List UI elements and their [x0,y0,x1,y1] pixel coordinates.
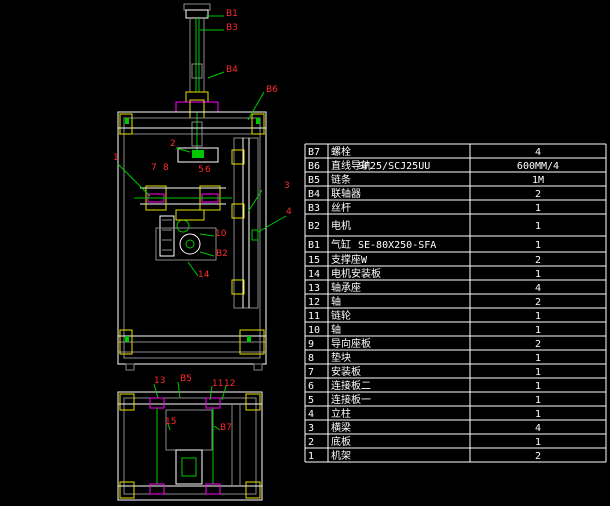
bom-cell-qty: 4 [535,283,541,294]
bom-cell-id: 10 [308,325,320,336]
bom-cell-qty: 1 [535,381,541,392]
bom-cell-qty: 1 [535,409,541,420]
bom-cell-name: 安装板 [331,365,361,378]
bom-cell-name: 立柱 [331,407,351,420]
bom-cell-name: 轴 [331,323,341,336]
callout-4: 4 [286,207,292,217]
bom-cell-qty: 4 [535,423,541,434]
bom-cell-id: 5 [308,395,314,406]
bom-cell-qty: 1 [535,395,541,406]
bom-cell-name: 联轴器 [331,187,361,200]
bom-cell-spec: SF25/SCJ25UU [358,161,430,172]
bom-cell-qty: 2 [535,451,541,462]
bom-cell-name: 支撑座W [331,253,368,266]
bom-cell-qty: 1 [535,353,541,364]
bom-cell-qty: 4 [535,147,541,158]
bom-cell-id: 9 [308,339,314,350]
bom-cell-qty: 1 [535,221,541,232]
bom-cell-qty: 1 [535,311,541,322]
bom-cell-id: 1 [308,451,314,462]
bom-cell-id: B1 [308,240,320,251]
bom-cell-qty: 1 [535,203,541,214]
bom-cell-name: 螺栓 [331,145,351,158]
bom-cell-qty: 2 [535,255,541,266]
bom-cell-name: 垫块 [331,351,351,364]
bom-cell-id: 15 [308,255,320,266]
bom-cell-qty: 1 [535,367,541,378]
bom-cell-qty: 600MM/4 [517,161,559,172]
bom-cell-id: B3 [308,203,320,214]
motor-plate [155,209,217,261]
bom-cell-id: B5 [308,175,320,186]
bom-cell-id: 6 [308,381,314,392]
bom-cell-id: 3 [308,423,314,434]
callout-b3: B3 [226,23,238,33]
bom-cell-qty: 2 [535,339,541,350]
bom-cell-name: 横梁 [331,421,351,434]
bom-cell-name: 电机安装板 [331,267,381,280]
callout-b2: B2 [216,249,228,259]
bom-cell-qty: 1 [535,269,541,280]
bom-cell-spec: SE-80X250-SFA [358,240,436,251]
plan-view [117,391,263,501]
bom-cell-name: 导向座板 [331,337,371,350]
bom-cell-name: 轴 [331,295,341,308]
bom-cell-qty: 1 [535,325,541,336]
callout-11: 11 [212,379,224,389]
bom-cell-name: 机架 [331,449,351,462]
bom-cell-name: 连接板二 [331,379,371,392]
bom-cell-name: 链条 [331,173,351,186]
callout-6: 6 [205,165,211,175]
bom-cell-qty: 2 [535,297,541,308]
callout-8: 8 [163,163,169,173]
callout-2: 2 [170,139,176,149]
bom-cell-id: 12 [308,297,320,308]
callout-1: 1 [113,153,119,163]
callout-b1: B1 [226,9,238,19]
guide-rail [231,137,259,309]
bom-cell-qty: 1 [535,437,541,448]
carriage-assembly [134,147,232,257]
bom-cell-id: B4 [308,189,320,200]
callout-14: 14 [198,270,210,280]
bom-cell-id: B7 [308,147,320,158]
bom-cell-id: B2 [308,221,320,232]
bom-cell-id: B6 [308,161,320,172]
bom-cell-name: 丝杆 [331,202,351,214]
bom-cell-qty: 2 [535,189,541,200]
callout-b6: B6 [266,85,278,95]
callout-leaders [117,15,287,431]
callout-5: 5 [198,165,204,175]
bom-cell-id: 2 [308,437,314,448]
bom-cell-id: 14 [308,269,320,280]
bom-cell-id: 7 [308,367,314,378]
bom-cell-id: 11 [308,311,320,322]
bom-cell-name: 连接板一 [331,393,371,406]
bom-cell-id: 13 [308,283,320,294]
bom-cell-name: 底板 [331,435,351,448]
bom-cell-name: 气缸 [331,238,351,251]
callout-15: 15 [165,417,177,427]
callout-3: 3 [284,181,290,191]
bom-cell-name: 电机 [331,219,351,232]
main-frame [117,111,267,371]
bom-cell-qty: 1M [532,175,544,186]
callout-10: 10 [215,229,227,239]
callout-7: 7 [151,163,157,173]
callout-b7: B7 [220,423,232,433]
front-view [117,3,267,371]
bom-cell-id: 4 [308,409,314,420]
callout-b5: B5 [180,374,192,384]
bom-cell-qty: 1 [535,240,541,251]
bom-cell-name: 链轮 [331,309,351,322]
bom-cell-name: 轴承座 [331,281,361,294]
bom-cell-name: 直线导轨 [331,159,371,172]
callout-13: 13 [154,376,166,386]
callout-b4: B4 [226,65,238,75]
callout-12: 12 [224,379,236,389]
bom-cell-id: 8 [308,353,314,364]
